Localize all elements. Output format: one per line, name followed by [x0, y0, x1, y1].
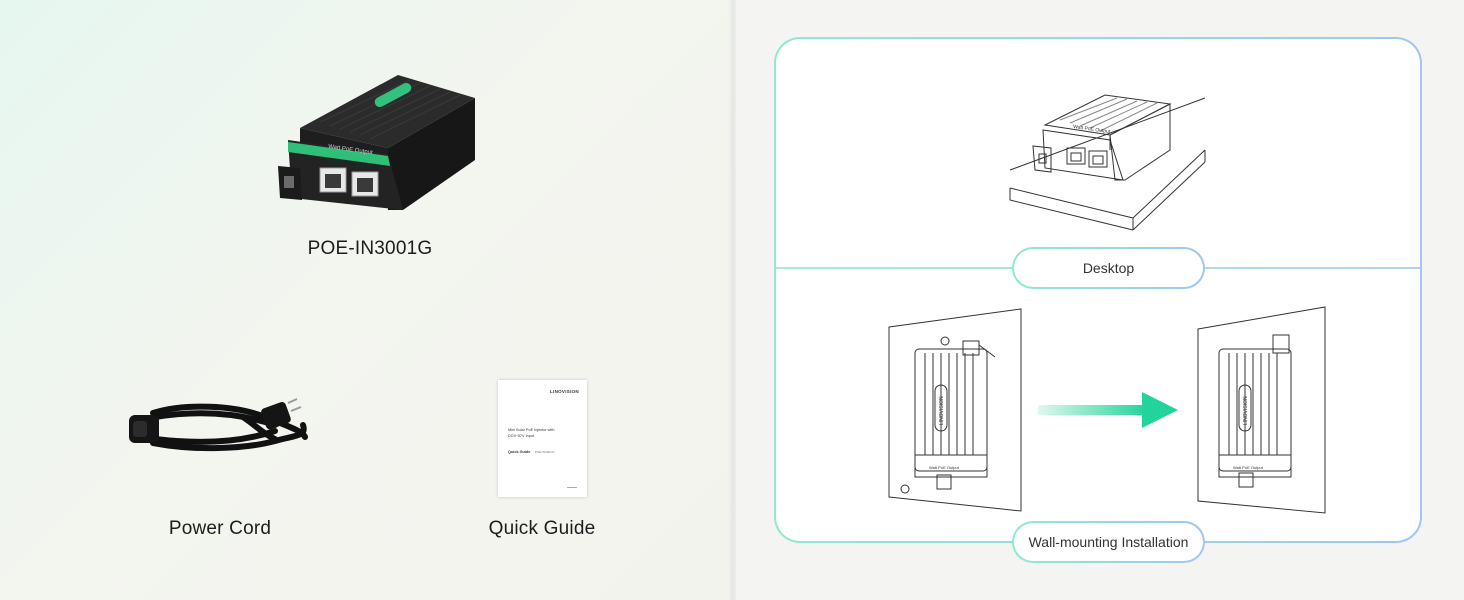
- product-name-quick-guide: Quick Guide: [488, 518, 596, 539]
- installation-diagram-frame: [774, 37, 1422, 543]
- booklet-model: POE-IN3001G: [534, 450, 555, 454]
- poe-injector-image: Watt PoE Output PoE Out Data In: [278, 75, 475, 210]
- power-cord-image: [129, 398, 308, 452]
- booklet-brand: LINOVISION: [549, 389, 579, 394]
- desktop-install-drawing: Watt PoE Output: [1009, 94, 1206, 231]
- wall-mount-before-drawing: LINOVISION Watt PoE Output: [888, 308, 1022, 512]
- transition-arrow-icon: [1038, 392, 1178, 428]
- product-name-power-cord: Power Cord: [168, 518, 272, 539]
- wall-device-brand-after: LINOVISION: [1243, 396, 1249, 425]
- wall-device-brand-before: LINOVISION: [939, 396, 945, 425]
- wall-device-text-before: Watt PoE Output: [929, 465, 960, 470]
- booklet-title-line-1: Mini Solar PoE Injector with: [508, 428, 555, 432]
- desktop-device-text: Watt PoE Output: [1073, 124, 1111, 135]
- desktop-label-pill: Desktop: [1012, 247, 1205, 289]
- booklet-quick-guide: Quick Guide: [508, 450, 531, 454]
- wall-device-text-after: Watt PoE Output: [1233, 465, 1264, 470]
- panel-divider: [728, 0, 738, 600]
- wall-mount-after-drawing: LINOVISION Watt PoE Output: [1197, 306, 1326, 514]
- port-label-poe-out: PoE Out: [326, 158, 344, 165]
- booklet-footer-mark: [567, 486, 577, 488]
- desktop-label: Desktop: [1082, 260, 1135, 276]
- booklet-title-line-2: DC9~57V Input: [508, 434, 535, 438]
- wall-mount-label-pill: Wall-mounting Installation: [1012, 521, 1205, 563]
- quick-guide-booklet-image: LINOVISION Mini Solar PoE Injector with …: [498, 380, 587, 497]
- product-name-poe-injector: POE-IN3001G: [307, 238, 433, 259]
- port-label-data-in: Data In: [356, 162, 372, 169]
- wall-mount-label: Wall-mounting Installation: [1028, 534, 1189, 550]
- plug-head-icon: [261, 402, 291, 430]
